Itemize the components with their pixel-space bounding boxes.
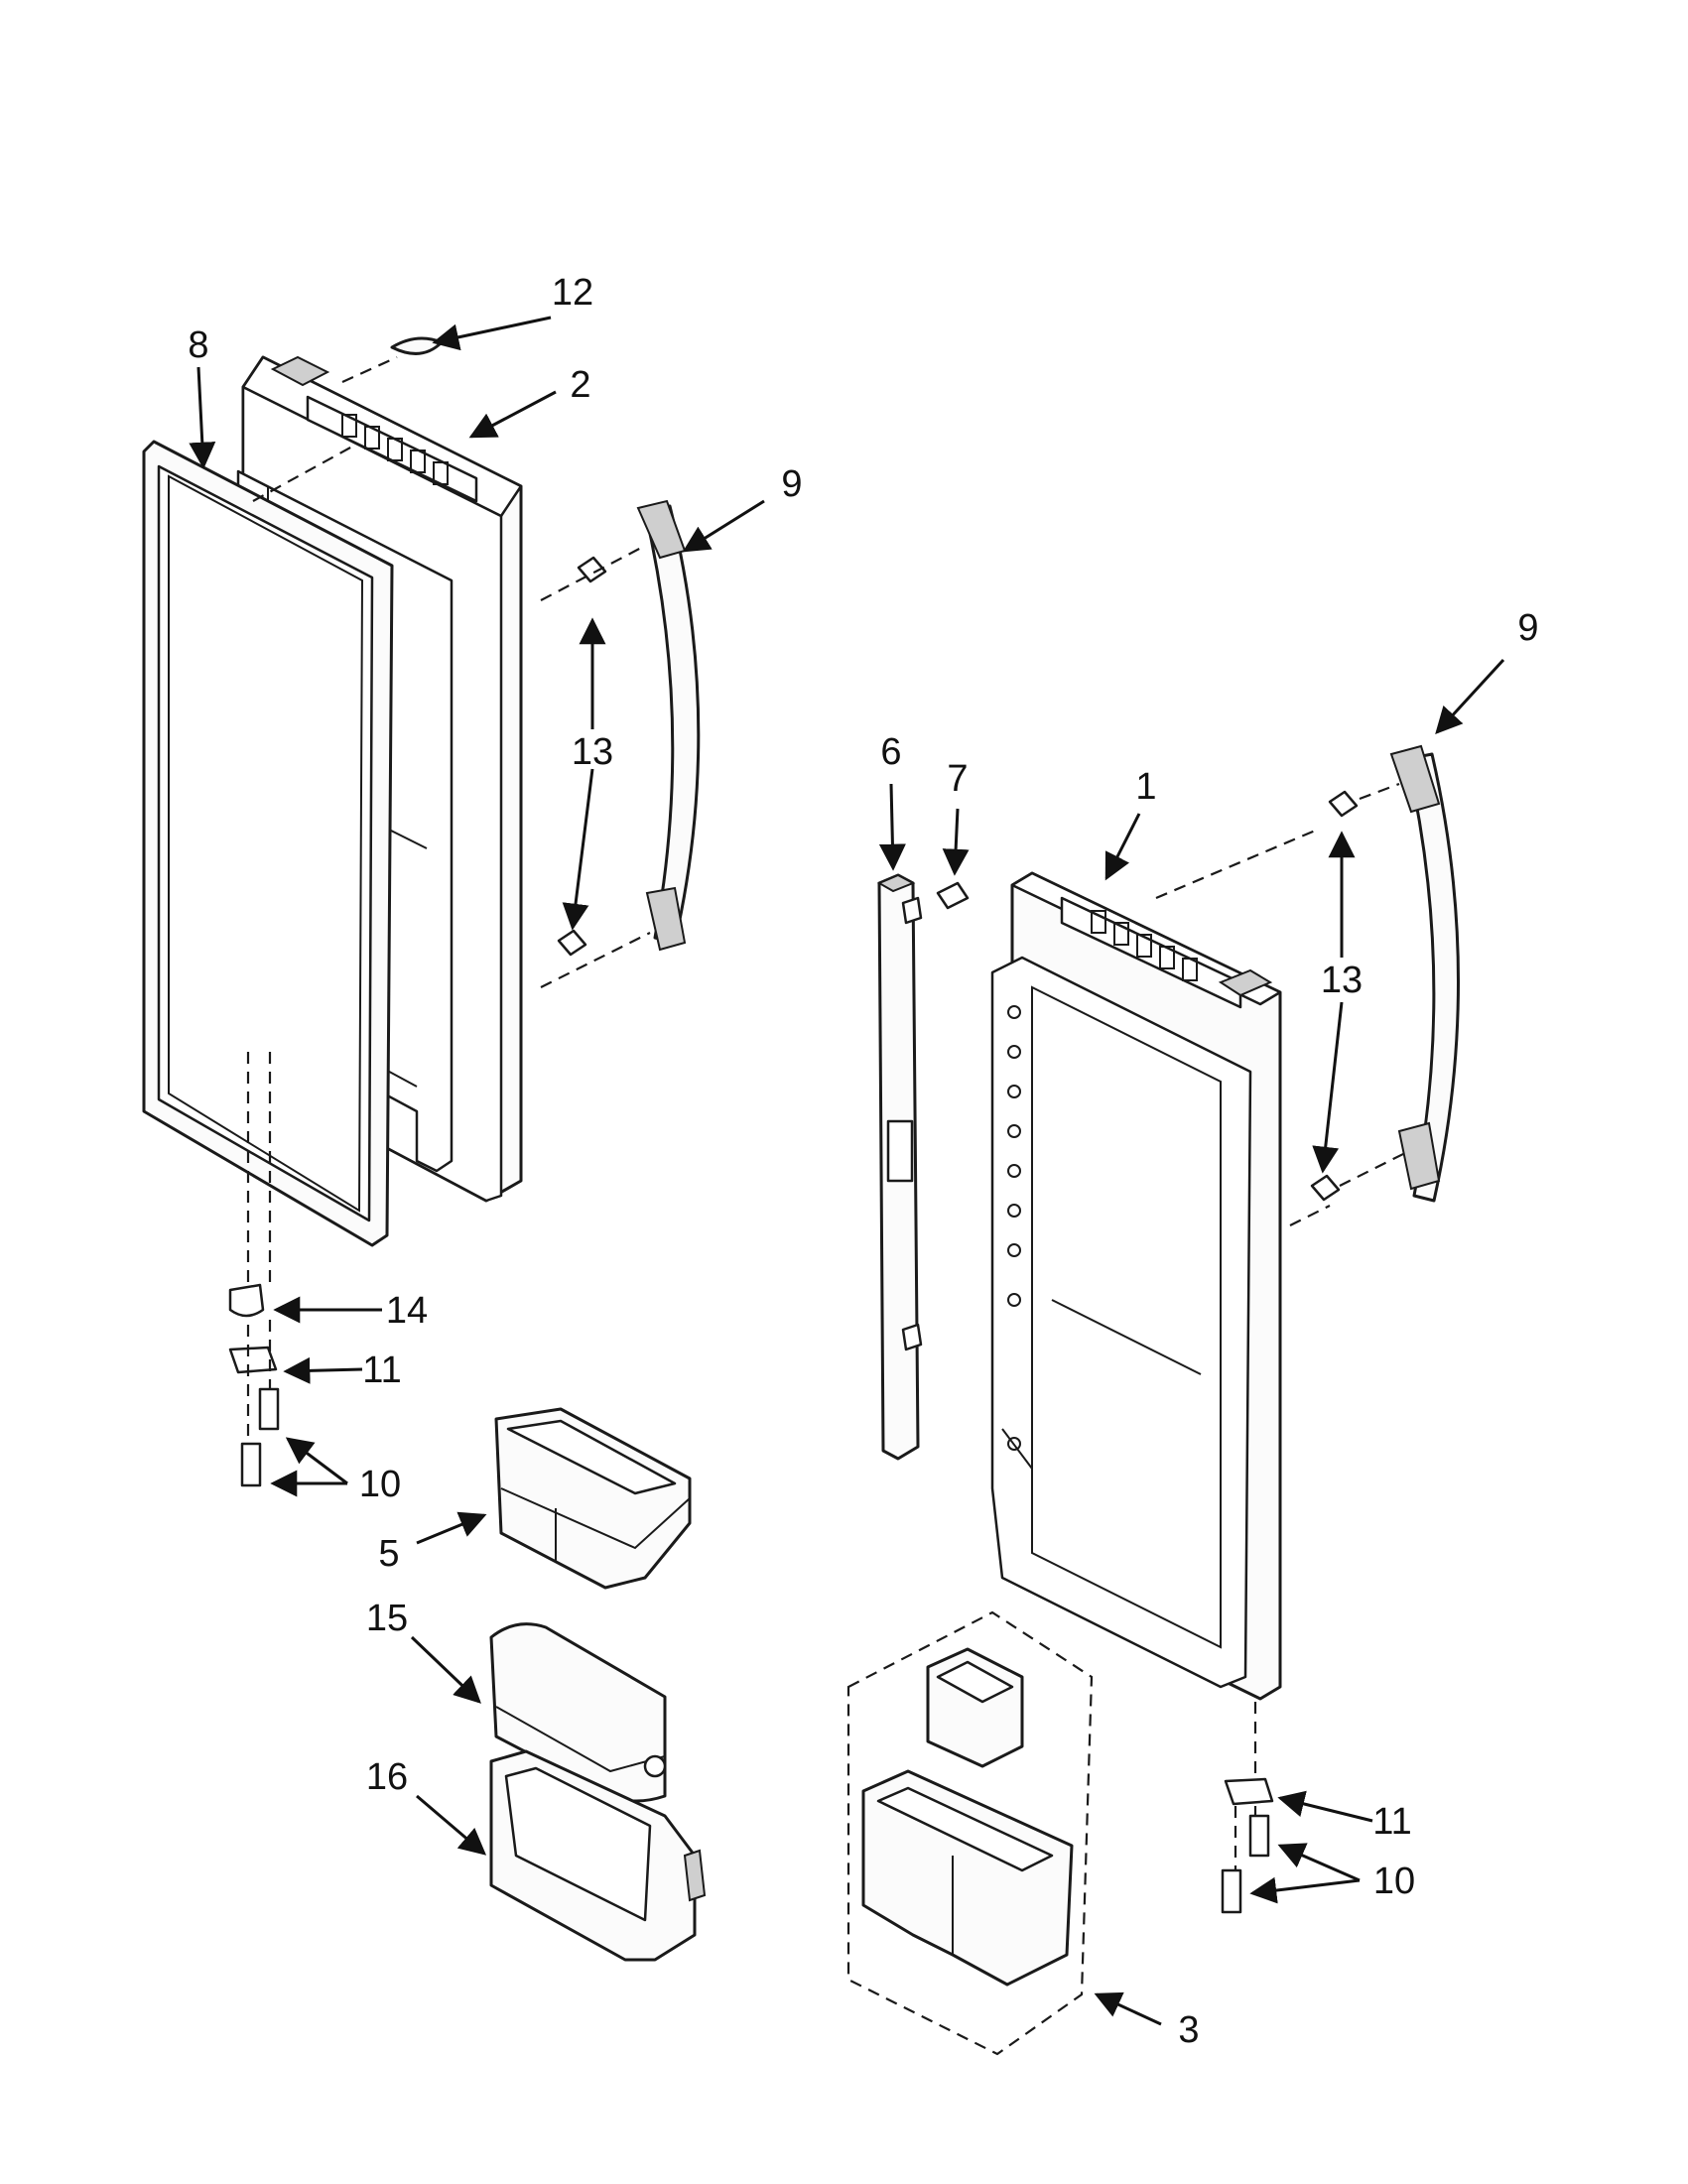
callout-13-right: 13 (1321, 960, 1363, 1001)
callout-8: 8 (188, 324, 208, 366)
callout-10-right: 10 (1373, 1861, 1415, 1902)
callout-11-right: 11 (1372, 1801, 1411, 1843)
left-door-gasket (142, 440, 394, 1247)
callout-10-left: 10 (359, 1464, 401, 1505)
callout-16: 16 (366, 1756, 408, 1798)
callout-7: 7 (947, 758, 968, 800)
center-mullion-part-6 (876, 873, 923, 1461)
alignment-lines (246, 355, 1410, 1870)
callout-5: 5 (378, 1533, 399, 1575)
ice-bin-assembly-part-3 (846, 1610, 1094, 2056)
left-door-top-slots (341, 414, 449, 485)
callout-1: 1 (1135, 766, 1156, 808)
right-handle-screws (1310, 790, 1359, 1202)
callout-12: 12 (552, 272, 593, 314)
door-bin-part-5 (494, 1407, 692, 1590)
door-bin-part-16 (489, 1749, 707, 1962)
right-door-top-slots (1091, 910, 1198, 981)
callout-9-right: 9 (1517, 607, 1538, 649)
left-handle-screws (557, 556, 607, 957)
right-door-shelf-bosses (1007, 1005, 1021, 1451)
callout-15: 15 (366, 1598, 408, 1639)
screw-part-7 (936, 881, 970, 910)
callout-6: 6 (880, 731, 901, 773)
left-door-handle (636, 499, 701, 952)
callout-14: 14 (386, 1290, 428, 1332)
callout-2: 2 (570, 364, 590, 406)
right-door-liner (990, 871, 1282, 1701)
callout-13-left: 13 (572, 731, 613, 773)
callout-11-left: 11 (362, 1349, 401, 1391)
seal-part-12 (390, 336, 444, 355)
left-hinge-parts (228, 1283, 280, 1487)
callout-9-left: 9 (781, 463, 802, 505)
callout-3: 3 (1178, 2009, 1199, 2051)
leader-arrows (189, 316, 1505, 2026)
callout-labels: 8 12 2 9 13 14 11 10 5 15 16 6 7 1 9 13 … (188, 272, 1538, 2051)
right-door-handle (1389, 744, 1460, 1203)
